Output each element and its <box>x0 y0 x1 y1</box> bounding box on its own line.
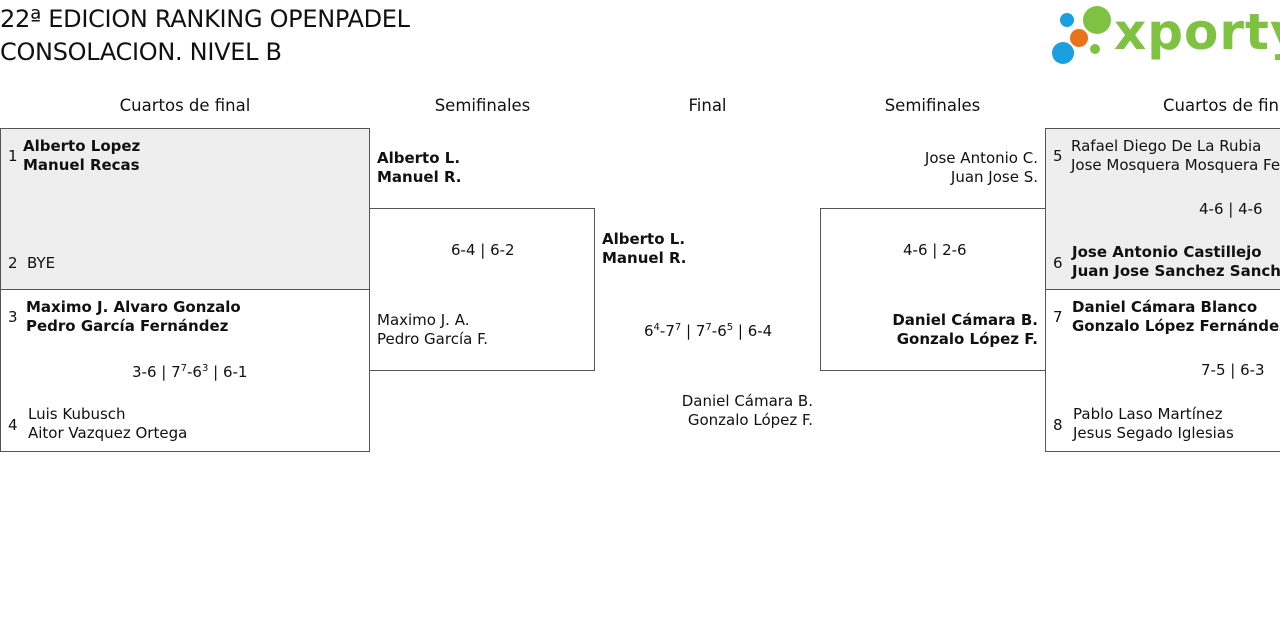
seed-number: 3 <box>8 308 18 326</box>
player-name: Alberto L. <box>377 149 461 167</box>
match-box-qf-left-2[interactable]: 3 Maximo J. Alvaro Gonzalo Pedro García … <box>0 289 370 452</box>
team-name: Alberto Lopez Manuel Recas <box>23 137 140 175</box>
player-name: Pablo Laso Martínez <box>1073 405 1223 423</box>
player-name: Manuel R. <box>602 249 687 267</box>
match-score: 7-5 | 6-3 <box>1201 361 1265 379</box>
seed-number: 6 <box>1053 254 1063 272</box>
set-score: -6 <box>187 363 202 381</box>
match-box-sf-right[interactable]: 4-6 | 2-6 Daniel Cámara B. Gonzalo López… <box>820 208 1046 371</box>
logo-dot-blue-large <box>1052 42 1074 64</box>
player-name: Alberto Lopez <box>23 137 141 155</box>
team-name: Jose Antonio Castillejo Juan Jose Sanche… <box>1072 243 1280 281</box>
player-name: Gonzalo López F. <box>896 330 1038 348</box>
player-name: Juan Jose S. <box>950 168 1038 186</box>
player-name: Daniel Cámara B. <box>681 392 813 410</box>
seed-number: 1 <box>8 147 18 165</box>
final-team-b: Daniel Cámara B. Gonzalo López F. <box>682 392 813 430</box>
round-header-qf-left: Cuartos de final <box>119 96 251 115</box>
player-name: Maximo J. A. <box>377 311 470 329</box>
player-name: Jesus Segado Iglesias <box>1073 424 1234 442</box>
tiebreak-score: 5 <box>726 322 734 333</box>
player-name: Aitor Vazquez Ortega <box>28 424 188 442</box>
team-name: BYE <box>27 254 55 273</box>
set-score: -7 <box>659 322 675 340</box>
player-name: Jose Antonio Castillejo <box>1072 243 1262 261</box>
player-name: Pedro García F. <box>377 330 489 348</box>
player-name: Jose Mosquera Mosquera Fe <box>1071 156 1280 174</box>
seed-number: 8 <box>1053 416 1063 434</box>
match-box-qf-right-1[interactable]: 5 Rafael Diego De La Rubia Jose Mosquera… <box>1045 128 1280 290</box>
player-name: Manuel R. <box>377 168 462 186</box>
round-header-final: Final <box>688 96 727 115</box>
player-name: Gonzalo López F. <box>687 411 813 429</box>
player-name: Alberto L. <box>602 230 686 248</box>
tiebreak-score: 4 <box>653 322 660 333</box>
match-score: 3-6 | 77-63 | 6-1 <box>132 363 248 381</box>
page-title: 22ª EDICION RANKING OPENPADEL CONSOLACIO… <box>0 3 410 69</box>
team-name: Maximo J. Alvaro Gonzalo Pedro García Fe… <box>26 298 241 336</box>
set-score: 6-4 <box>747 322 773 340</box>
team-name: Rafael Diego De La Rubia Jose Mosquera M… <box>1071 137 1280 175</box>
sf-left-team-b: Maximo J. A. Pedro García F. <box>377 311 488 349</box>
round-header-sf-left: Semifinales <box>434 96 531 115</box>
seed-number: 2 <box>8 254 18 272</box>
sf-right-team-b: Daniel Cámara B. Gonzalo López F. <box>892 311 1038 349</box>
player-name: Daniel Cámara B. <box>892 311 1038 329</box>
set-score: 3-6 <box>132 363 157 381</box>
seed-number: 4 <box>8 416 18 434</box>
match-score: 4-6 | 4-6 <box>1199 200 1263 218</box>
set-score: 6 <box>644 322 654 340</box>
seed-number: 5 <box>1053 147 1063 165</box>
final-team-a: Alberto L. Manuel R. <box>602 230 686 268</box>
logo-dot-orange <box>1070 29 1088 47</box>
player-name: Pedro García Fernández <box>26 317 229 335</box>
team-name: Daniel Cámara Blanco Gonzalo López Ferná… <box>1072 298 1280 336</box>
player-name: Gonzalo López Fernández <box>1072 317 1280 335</box>
player-name: Rafael Diego De La Rubia <box>1071 137 1262 155</box>
tiebreak-score: 7 <box>705 322 712 333</box>
player-name: Daniel Cámara Blanco <box>1072 298 1258 316</box>
title-line-1: 22ª EDICION RANKING OPENPADEL <box>0 5 410 33</box>
player-name: BYE <box>27 254 56 272</box>
match-box-qf-right-2[interactable]: 7 Daniel Cámara Blanco Gonzalo López Fer… <box>1045 289 1280 452</box>
sf-left-team-a: Alberto L. Manuel R. <box>377 149 461 187</box>
player-name: Manuel Recas <box>23 156 140 174</box>
set-score: 6-1 <box>222 363 248 381</box>
match-box-sf-left[interactable]: 6-4 | 6-2 Maximo J. A. Pedro García F. <box>369 208 595 371</box>
player-name: Luis Kubusch <box>28 405 126 423</box>
logo-dot-blue-small <box>1060 13 1074 27</box>
round-header-sf-right: Semifinales <box>884 96 981 115</box>
match-box-qf-left-1[interactable]: 1 Alberto Lopez Manuel Recas 2 BYE <box>0 128 370 290</box>
match-score: 6-4 | 6-2 <box>451 241 515 259</box>
team-name: Pablo Laso Martínez Jesus Segado Iglesia… <box>1073 405 1234 443</box>
team-name: Luis Kubusch Aitor Vazquez Ortega <box>28 405 187 443</box>
tiebreak-score: 3 <box>201 363 209 374</box>
player-name: Maximo J. Alvaro Gonzalo <box>26 298 241 316</box>
title-line-2: CONSOLACION. NIVEL B <box>0 38 282 66</box>
logo-dot-green <box>1083 6 1111 34</box>
set-score: 7 <box>171 363 181 381</box>
logo-wordmark: xporty <box>1114 3 1280 61</box>
tiebreak-score: 7 <box>180 363 188 374</box>
final-score: 64-77 | 77-65 | 6-4 <box>644 322 773 340</box>
set-score: 7 <box>695 322 706 340</box>
round-header-qf-right: Cuartos de final <box>1163 96 1280 115</box>
set-score: -6 <box>711 322 727 340</box>
player-name: Jose Antonio C. <box>924 149 1038 167</box>
xporty-logo[interactable]: xporty <box>1050 3 1280 66</box>
player-name: Juan Jose Sanchez Sanchez <box>1072 262 1280 280</box>
match-score: 4-6 | 2-6 <box>903 241 967 259</box>
sf-right-team-a: Jose Antonio C. Juan Jose S. <box>925 149 1038 187</box>
logo-dot-green-small <box>1090 44 1100 54</box>
seed-number: 7 <box>1053 308 1063 326</box>
tiebreak-score: 7 <box>674 322 682 333</box>
